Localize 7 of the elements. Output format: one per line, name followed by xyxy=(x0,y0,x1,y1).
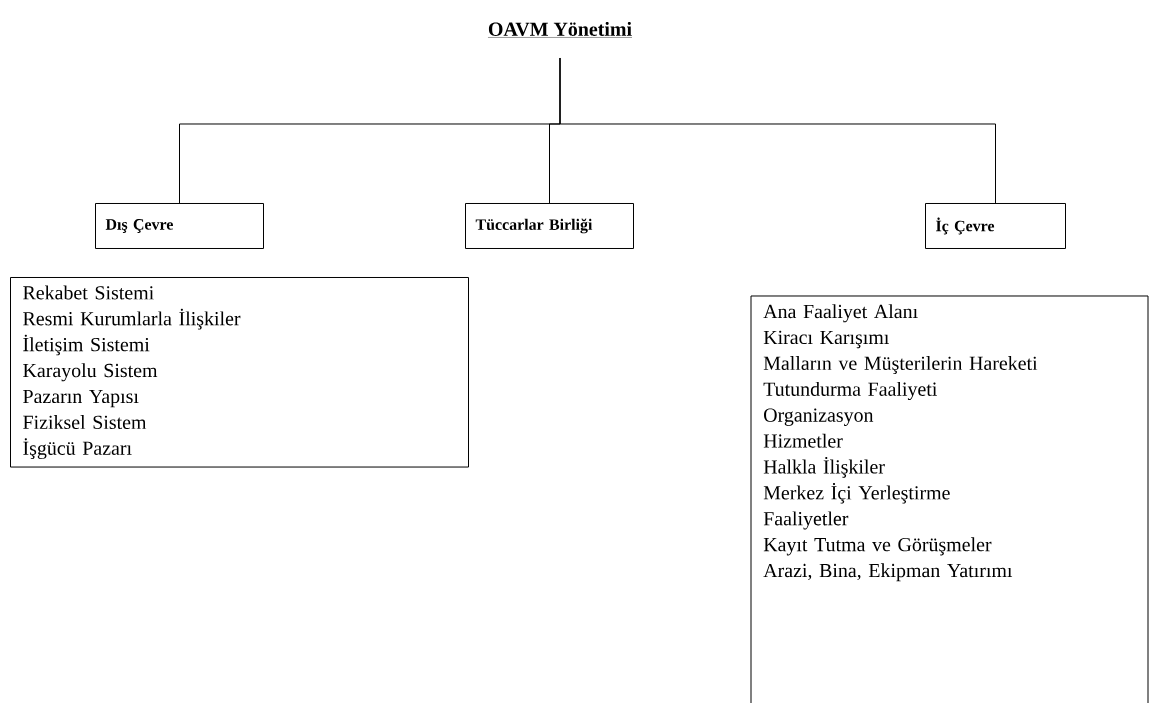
category-box: Dış Çevre xyxy=(95,203,264,249)
category-box: Tüccarlar Birliği xyxy=(465,203,634,249)
list-box: Ana Faaliyet Alanı Kiracı Karışımı Malların ve Müşterilerin Hareketi Tutundurma Faaliyeti Organizasyon Hizmetler Halkla İlişkiler Merkez İçi Yerleştirme Faaliyetler Kayıt Tutma ve Görüşmeler Arazi, Bina, Ekipman Yatırımı xyxy=(750,295,1149,703)
connector-line xyxy=(559,57,996,204)
category-box: İç Çevre xyxy=(925,203,1066,249)
title: OAVM Yönetimi xyxy=(487,21,633,38)
list-box: Rekabet Sistemi Resmi Kurumlarla İlişkiler İletişim Sistemi Karayolu Sistem Pazarın Yapısı Fiziksel Sistem İşgücü Pazarı xyxy=(10,277,469,468)
